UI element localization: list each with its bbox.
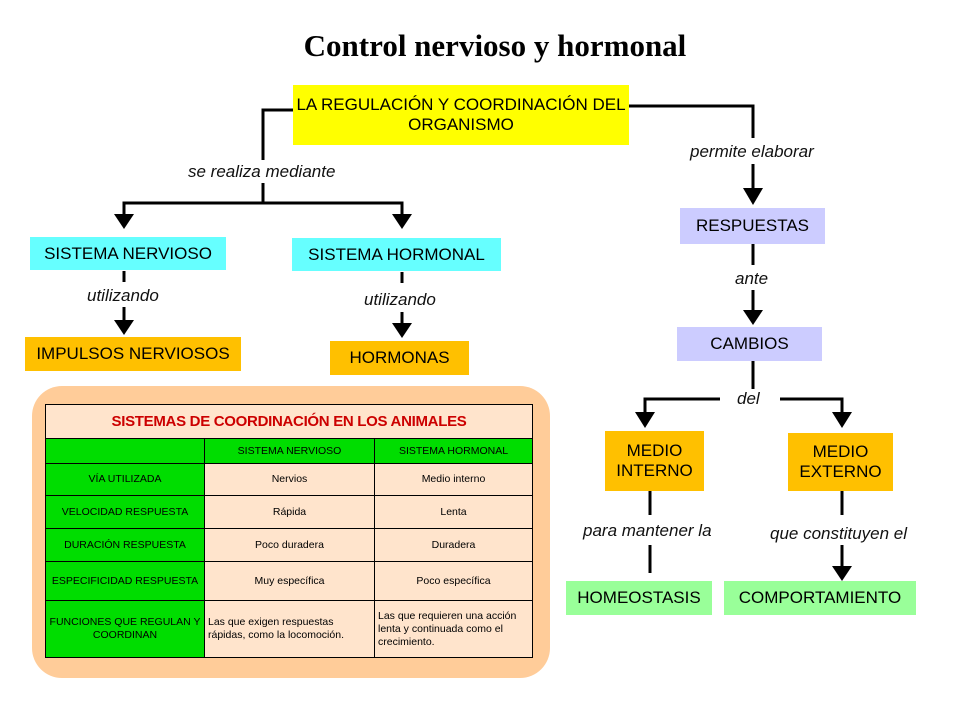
table-heading: SISTEMAS DE COORDINACIÓN EN LOS ANIMALES	[45, 404, 533, 439]
node-regulacion: LA REGULACIÓN Y COORDINACIÓN DEL ORGANIS…	[293, 85, 629, 145]
node-medio-externo: MEDIO EXTERNO	[788, 433, 893, 491]
table-row: FUNCIONES QUE REGULAN Y COORDINAN Las qu…	[45, 600, 533, 658]
cell: Lenta	[374, 495, 533, 529]
cell: Poco duradera	[204, 528, 375, 562]
node-homeostasis: HOMEOSTASIS	[566, 581, 712, 615]
node-medio-interno: MEDIO INTERNO	[605, 431, 704, 491]
node-respuestas: RESPUESTAS	[680, 208, 825, 244]
table-row: VELOCIDAD RESPUESTA Rápida Lenta	[45, 495, 533, 529]
node-impulsos: IMPULSOS NERVIOSOS	[25, 337, 241, 371]
table-col-header	[45, 438, 205, 464]
link-que-constituyen: que constituyen el	[768, 524, 910, 544]
link-se-realiza: se realiza mediante	[186, 162, 338, 182]
cell: Rápida	[204, 495, 375, 529]
table-row: VÍA UTILIZADA Nervios Medio interno	[45, 463, 533, 496]
row-label: VÍA UTILIZADA	[45, 463, 205, 496]
cell: Duradera	[374, 528, 533, 562]
cell: Medio interno	[374, 463, 533, 496]
cell: Las que requieren una acción lenta y con…	[374, 600, 533, 658]
cell: Poco específica	[374, 561, 533, 601]
row-label: VELOCIDAD RESPUESTA	[45, 495, 205, 529]
row-label: DURACIÓN RESPUESTA	[45, 528, 205, 562]
cell: Las que exigen respuestas rápidas, como …	[204, 600, 375, 658]
cell: Muy específica	[204, 561, 375, 601]
table-col-header: SISTEMA NERVIOSO	[204, 438, 375, 464]
row-label: FUNCIONES QUE REGULAN Y COORDINAN	[45, 600, 205, 658]
node-sistema-nervioso: SISTEMA NERVIOSO	[30, 237, 226, 270]
node-cambios: CAMBIOS	[677, 327, 822, 361]
table-row: DURACIÓN RESPUESTA Poco duradera Durader…	[45, 528, 533, 562]
link-ante: ante	[733, 269, 771, 289]
link-permite: permite elaborar	[688, 142, 816, 162]
row-label: ESPECIFICIDAD RESPUESTA	[45, 561, 205, 601]
link-del: del	[735, 389, 762, 409]
link-para-mantener: para mantener la	[581, 521, 714, 541]
cell: Nervios	[204, 463, 375, 496]
node-hormonas: HORMONAS	[330, 341, 469, 375]
link-utilizando-1: utilizando	[85, 286, 161, 306]
table-row: ESPECIFICIDAD RESPUESTA Muy específica P…	[45, 561, 533, 601]
node-comportamiento: COMPORTAMIENTO	[724, 581, 916, 615]
node-sistema-hormonal: SISTEMA HORMONAL	[292, 238, 501, 271]
comparison-table: SISTEMAS DE COORDINACIÓN EN LOS ANIMALES…	[45, 404, 533, 658]
table-col-header: SISTEMA HORMONAL	[374, 438, 533, 464]
page-title: Control nervioso y hormonal	[303, 28, 687, 63]
link-utilizando-2: utilizando	[362, 290, 438, 310]
